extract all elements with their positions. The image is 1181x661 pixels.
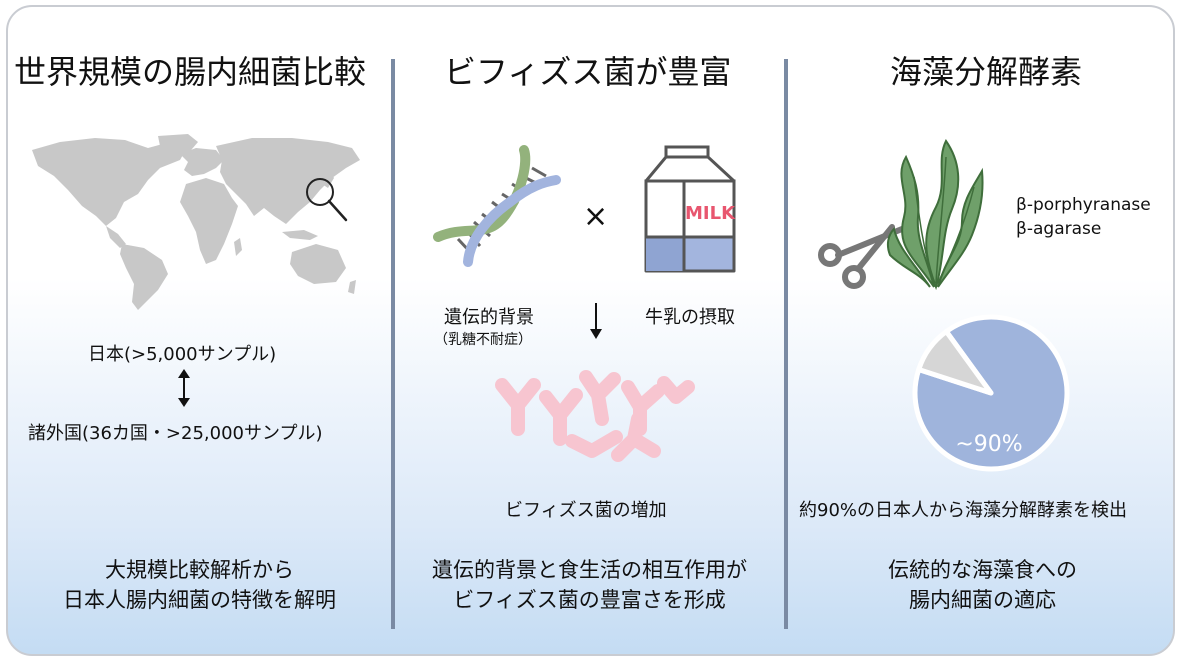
- detection-label: 約90%の日本人から海藻分解酵素を検出: [799, 500, 1128, 521]
- double-arrow-icon: [178, 369, 190, 407]
- times-symbol: ×: [583, 199, 609, 234]
- detection-pie-chart: ~90%: [912, 314, 1070, 472]
- panel3-summary: 伝統的な海藻食への 腸内細菌の適応: [888, 558, 1077, 612]
- international-sample-label: 諸外国(36カ国・>25,000サンプル): [28, 423, 323, 444]
- dna-icon: [433, 145, 561, 267]
- japan-sample-label: 日本(>5,000サンプル): [88, 344, 277, 365]
- panel2-title: ビフィズス菌が豊富: [444, 53, 732, 91]
- enzyme-porphyranase: β-porphyranase: [1016, 195, 1151, 215]
- pie-label: ~90%: [955, 432, 1022, 457]
- milk-intake-label: 牛乳の摂取: [645, 307, 735, 328]
- enzyme-agarase: β-agarase: [1016, 219, 1102, 239]
- world-map-icon: [32, 134, 360, 310]
- panel2-summary: 遺伝的背景と食生活の相互作用が ビフィズス菌の豊富さを形成: [432, 558, 747, 612]
- genetic-background-label: 遺伝的背景: [444, 307, 534, 328]
- milk-carton-icon: MILK: [644, 145, 736, 273]
- pie-slice-not-detected: [916, 329, 994, 396]
- bifidobacteria-icon: [495, 370, 695, 462]
- down-arrow-icon: [590, 303, 602, 339]
- seaweed-icon: [886, 139, 984, 291]
- milk-carton-text: MILK: [685, 203, 736, 224]
- divider-left: [391, 59, 395, 629]
- panel3-title: 海藻分解酵素: [890, 53, 1083, 91]
- lactose-intolerance-label: （乳糖不耐症）: [434, 332, 532, 348]
- panel1-summary: 大規模比較解析から 日本人腸内細菌の特徴を解明: [63, 558, 336, 612]
- bifido-increase-label: ビフィズス菌の増加: [505, 500, 667, 521]
- panel1-title: 世界規模の腸内細菌比較: [14, 53, 367, 91]
- divider-right: [784, 59, 788, 629]
- infographic-frame: 世界規模の腸内細菌比較: [6, 5, 1175, 656]
